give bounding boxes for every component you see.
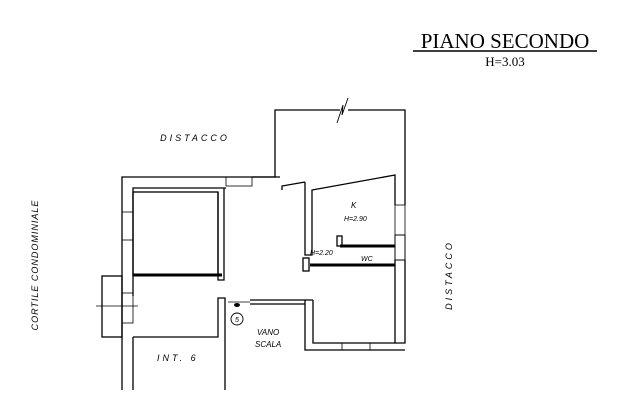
label-distacco-top: DISTACCO [160,133,230,143]
walls [96,97,406,390]
floor-height: H=3.03 [485,54,524,69]
label-unit: INT. 6 [157,353,199,363]
label-cortile: CORTILE CONDOMINIALE [30,200,40,331]
label-stair-2: SCALA [255,340,281,349]
marker-circle [230,312,244,326]
label-kitchen: K [351,201,357,210]
label-wc: WC [361,256,374,263]
label-stair-1: VANO [257,328,279,337]
label-distacco-right: DISTACCO [444,240,454,310]
label-corridor-height: H=2.20 [310,250,333,257]
plan-title: PIANO SECONDO [421,29,590,53]
marker-dot [234,303,240,307]
label-kitchen-height: H=2.90 [344,216,367,223]
marker-number: 5 [235,317,239,324]
